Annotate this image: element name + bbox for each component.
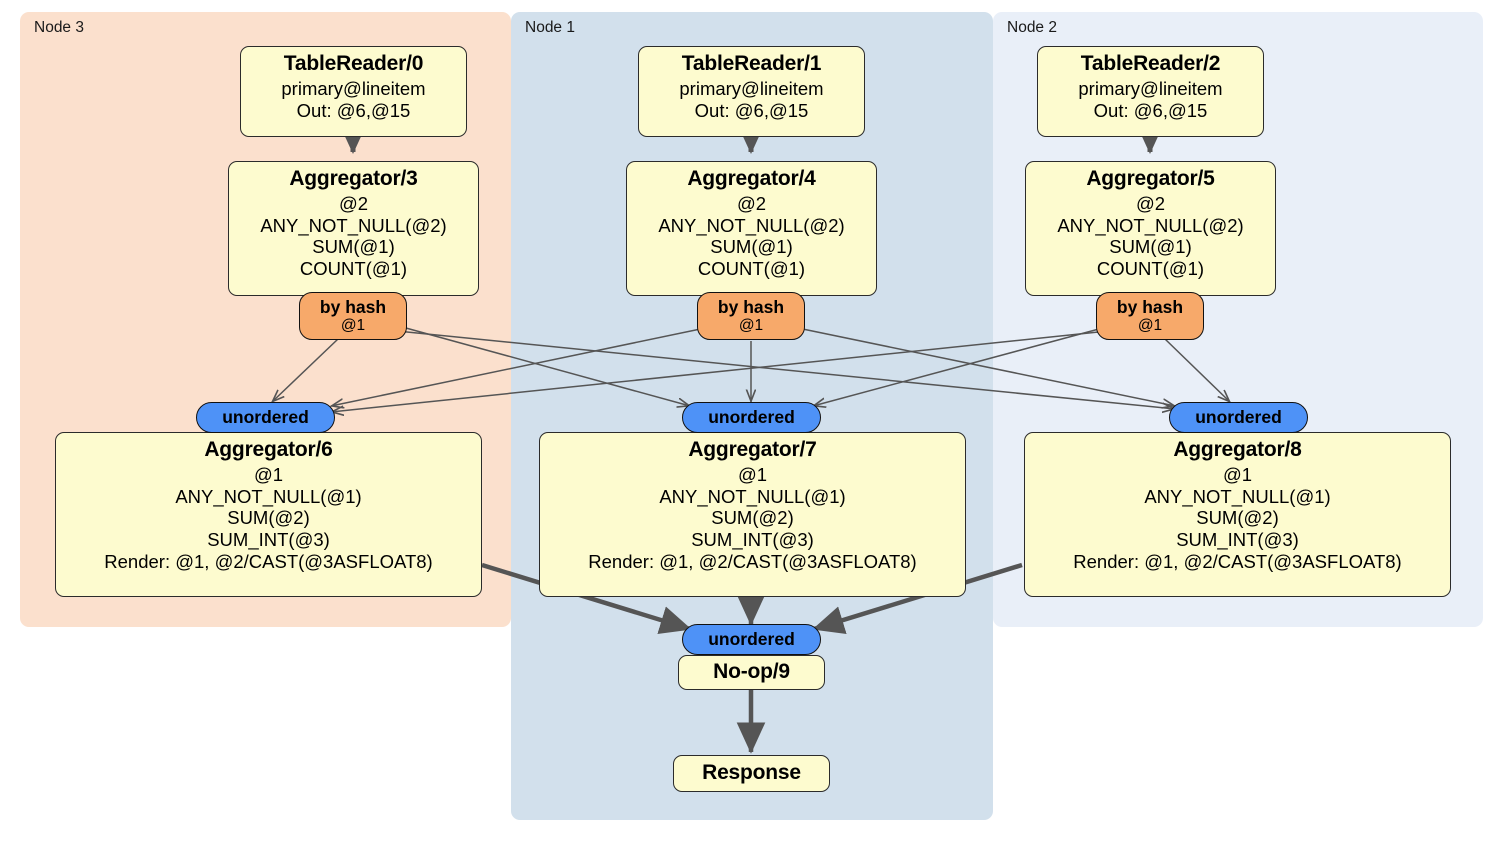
- unordered-input-node2[interactable]: unordered: [1169, 402, 1308, 433]
- aggregator-3-title: Aggregator/3: [289, 167, 418, 190]
- table-reader-1-title: TableReader/1: [681, 52, 822, 75]
- table-reader-2-box[interactable]: TableReader/2 primary@lineitem Out: @6,@…: [1037, 46, 1264, 137]
- table-reader-0-title: TableReader/0: [283, 52, 424, 75]
- by-hash-router-node2[interactable]: by hash @1: [1096, 292, 1204, 340]
- table-reader-2-title: TableReader/2: [1080, 52, 1221, 75]
- aggregator-3-box[interactable]: Aggregator/3 @2 ANY_NOT_NULL(@2) SUM(@1)…: [228, 161, 479, 296]
- aggregator-5-fn-2: SUM(@1): [1109, 236, 1192, 258]
- unordered-input-node1[interactable]: unordered: [682, 402, 821, 433]
- by-hash-router-node2-label: by hash: [1116, 296, 1184, 317]
- aggregator-7-fn-3: SUM_INT(@3): [691, 529, 814, 551]
- aggregator-7-fn-2: SUM(@2): [711, 507, 794, 529]
- aggregator-8-fn-3: SUM_INT(@3): [1176, 529, 1299, 551]
- table-reader-0-source: primary@lineitem: [281, 77, 426, 99]
- aggregator-7-box[interactable]: Aggregator/7 @1 ANY_NOT_NULL(@1) SUM(@2)…: [539, 432, 966, 597]
- unordered-input-node2-label: unordered: [1195, 406, 1282, 427]
- node-panel-label-node3: Node 3: [34, 19, 84, 36]
- aggregator-4-box[interactable]: Aggregator/4 @2 ANY_NOT_NULL(@2) SUM(@1)…: [626, 161, 877, 296]
- aggregator-7-render: Render: @1, @2/CAST(@3ASFLOAT8): [588, 551, 917, 573]
- response-title: Response: [702, 761, 801, 785]
- aggregator-8-render: Render: @1, @2/CAST(@3ASFLOAT8): [1073, 551, 1402, 573]
- aggregator-3-fn-1: ANY_NOT_NULL(@2): [260, 214, 447, 236]
- aggregator-6-title: Aggregator/6: [204, 438, 333, 461]
- aggregator-3-group: @2: [338, 192, 369, 214]
- unordered-input-node3[interactable]: unordered: [196, 402, 335, 433]
- by-hash-router-node3[interactable]: by hash @1: [299, 292, 407, 340]
- node-panel-label-node2: Node 2: [1007, 19, 1057, 36]
- aggregator-4-title: Aggregator/4: [687, 167, 816, 190]
- aggregator-4-fn-1: ANY_NOT_NULL(@2): [658, 214, 845, 236]
- aggregator-5-box[interactable]: Aggregator/5 @2 ANY_NOT_NULL(@2) SUM(@1)…: [1025, 161, 1276, 296]
- by-hash-router-node1-col: @1: [738, 317, 764, 335]
- aggregator-8-group: @1: [1222, 463, 1253, 485]
- aggregator-5-fn-3: COUNT(@1): [1096, 258, 1205, 280]
- aggregator-6-group: @1: [253, 463, 284, 485]
- aggregator-4-fn-3: COUNT(@1): [697, 258, 806, 280]
- aggregator-7-fn-1: ANY_NOT_NULL(@1): [659, 485, 846, 507]
- table-reader-0-box[interactable]: TableReader/0 primary@lineitem Out: @6,@…: [240, 46, 467, 137]
- aggregator-6-fn-2: SUM(@2): [227, 507, 310, 529]
- unordered-final-label: unordered: [708, 628, 795, 649]
- aggregator-7-title: Aggregator/7: [688, 438, 817, 461]
- table-reader-1-source: primary@lineitem: [679, 77, 824, 99]
- aggregator-8-fn-1: ANY_NOT_NULL(@1): [1144, 485, 1331, 507]
- unordered-input-node1-label: unordered: [708, 406, 795, 427]
- aggregator-3-fn-3: COUNT(@1): [299, 258, 408, 280]
- by-hash-router-node2-col: @1: [1137, 317, 1163, 335]
- aggregator-7-group: @1: [737, 463, 768, 485]
- table-reader-2-out: Out: @6,@15: [1093, 99, 1208, 121]
- aggregator-6-box[interactable]: Aggregator/6 @1 ANY_NOT_NULL(@1) SUM(@2)…: [55, 432, 482, 597]
- aggregator-5-group: @2: [1135, 192, 1166, 214]
- aggregator-8-title: Aggregator/8: [1173, 438, 1302, 461]
- aggregator-5-title: Aggregator/5: [1086, 167, 1215, 190]
- aggregator-4-group: @2: [736, 192, 767, 214]
- aggregator-3-fn-2: SUM(@1): [312, 236, 395, 258]
- by-hash-router-node1-label: by hash: [717, 296, 785, 317]
- aggregator-5-fn-1: ANY_NOT_NULL(@2): [1057, 214, 1244, 236]
- by-hash-router-node3-label: by hash: [319, 296, 387, 317]
- by-hash-router-node1[interactable]: by hash @1: [697, 292, 805, 340]
- table-reader-0-out: Out: @6,@15: [296, 99, 411, 121]
- node-panel-label-node1: Node 1: [525, 19, 575, 36]
- aggregator-4-fn-2: SUM(@1): [710, 236, 793, 258]
- aggregator-6-fn-1: ANY_NOT_NULL(@1): [175, 485, 362, 507]
- unordered-input-node3-label: unordered: [222, 406, 309, 427]
- no-op-9-box[interactable]: No-op/9: [678, 655, 825, 690]
- unordered-final[interactable]: unordered: [682, 624, 821, 655]
- aggregator-6-fn-3: SUM_INT(@3): [207, 529, 330, 551]
- by-hash-router-node3-col: @1: [340, 317, 366, 335]
- aggregator-6-render: Render: @1, @2/CAST(@3ASFLOAT8): [104, 551, 433, 573]
- aggregator-8-box[interactable]: Aggregator/8 @1 ANY_NOT_NULL(@1) SUM(@2)…: [1024, 432, 1451, 597]
- response-box[interactable]: Response: [673, 755, 830, 792]
- table-reader-1-out: Out: @6,@15: [694, 99, 809, 121]
- aggregator-8-fn-2: SUM(@2): [1196, 507, 1279, 529]
- no-op-9-title: No-op/9: [713, 660, 790, 684]
- table-reader-2-source: primary@lineitem: [1078, 77, 1223, 99]
- table-reader-1-box[interactable]: TableReader/1 primary@lineitem Out: @6,@…: [638, 46, 865, 137]
